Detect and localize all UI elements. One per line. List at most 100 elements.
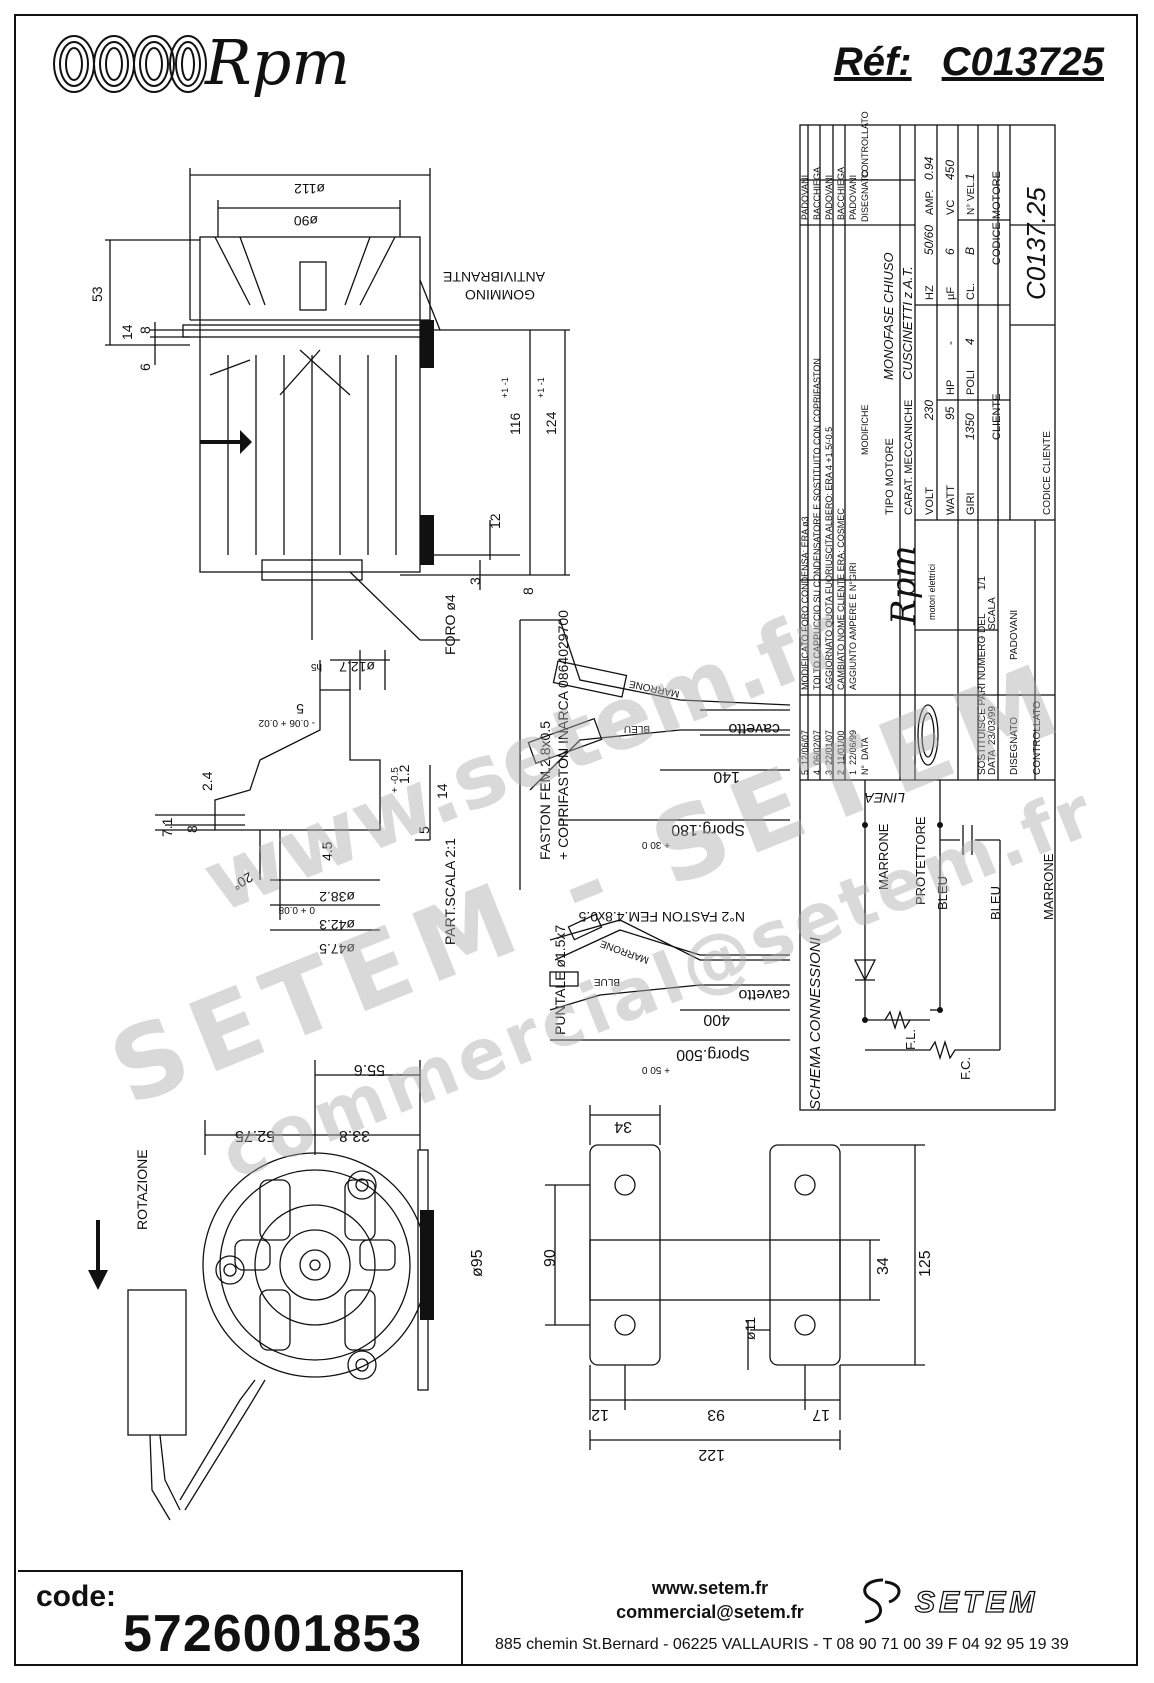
rev-header-ctrl: CONTROLLATO [860,111,870,178]
rev-n-2: 2 [836,770,846,775]
dim-8b: 8 [520,587,536,595]
label-coprifaston: + COPRIFASTON INARCA 0864029700 [555,610,571,860]
dim-8: 8 [137,326,153,334]
dim-d112: ø112 [294,181,325,197]
nvel-value: 1 [963,173,977,180]
label-fc: F.C. [958,1057,973,1080]
dim-38-2-tol: 0 + 0.08 [278,904,315,915]
nvel-label: N° VEL. [966,179,977,215]
rev-n-3: 3 [824,770,834,775]
dim-12-bracket: 12 [591,1406,609,1423]
dim-d90: ø90 [294,213,318,229]
rev-desc-5: MODIFICATO FORO CONDENSA: ERA ø3 [800,516,810,690]
dim-6: 6 [137,363,153,371]
scala-value: 1/1 [977,576,988,590]
dim-125: 125 [917,1250,934,1277]
label-cavetto-1: cavetto [728,720,780,737]
vc-value: 450 [943,160,957,180]
label-bleu-conn-2: BLEU [988,886,1003,920]
dim-sporg-180: Sporg.180 [671,821,745,838]
poli-value: 4 [963,338,977,345]
dim-42-3: ø42.3 [319,917,355,933]
rev-header-n: N° [860,765,870,775]
amp-label: AMP. [924,190,936,215]
title-block-company: Rpm [884,545,924,626]
footer-website-link[interactable]: www.setem.fr [651,1578,769,1598]
dim-34-side: 34 [875,1257,892,1275]
reference-number: Réf: C013725 [834,40,1104,85]
label-fl: F.L. [903,1029,918,1050]
dim-53: 53 [89,286,105,302]
setem-logo-text: SETEM [915,1586,1038,1619]
rpm-coil-logo-icon [53,35,207,93]
code-box: code: 5726001853 [18,1570,463,1666]
volt-value: 230 [922,400,936,421]
scala-label: SCALA [987,597,998,630]
dim-33-8: 33.8 [339,1127,370,1144]
rev-desc-2: CAMBIATO NOME CLIENTE ERA: COSMEC [836,508,846,690]
rev-by-1: PADOVANI [848,175,858,220]
dim-4-5: 4.5 [319,841,335,861]
schema-connessioni-title: SCHEMA CONNESSIONI [807,937,824,1110]
brand-name: Rpm [205,26,351,99]
dim-400: 400 [703,1011,730,1028]
dim-55-6: 55.6 [354,1061,385,1078]
rev-by-4: BACCHIEGA [812,167,822,220]
dim-17: 17 [812,1406,830,1423]
rev-n-1: 1 [848,770,858,775]
label-marrone-conn: MARRONE [876,823,891,890]
dim-d95: ø95 [469,1249,486,1277]
label-part-scala: PART.SCALA 2:1 [442,838,458,945]
rev-date-1: 22/06/99 [848,730,858,765]
controllato-label: CONTROLLATO [1032,701,1043,775]
code-value: 5726001853 [123,1605,423,1663]
label-blue-2: BLUE [594,976,620,987]
sostituisce-label: SOSTITUISCE PARI NUMERO DEL [977,613,988,775]
dim-93: 93 [707,1406,725,1423]
footer-email-link[interactable]: commercial@setem.fr [616,1602,804,1622]
dim-116-tol: +1 -1 [500,377,510,398]
ref-value: C013725 [941,40,1104,84]
rev-header-desc: MODIFICHE [860,405,870,456]
dim-sporg-500-tol: + 50 0 [641,1064,670,1075]
codice-cliente-label: CODICE CLIENTE [1042,431,1053,515]
rev-header-date: DATA [860,737,870,760]
rev-n-5: 5 [800,770,810,775]
rev-date-3: 22/01/07 [824,730,834,765]
disegnato-label: DISEGNATO [1009,717,1020,775]
setem-logo-icon: SETEM [863,1578,1038,1624]
dim-7-1: 7.1 [159,817,175,837]
dim-14-shaft: 14 [434,783,450,799]
tipo-motore-value: MONOFASE CHIUSO [881,252,896,380]
disegnato-value: PADOVANI [1009,610,1020,660]
dim-12-7: ø12.7 [339,659,375,675]
hz-value: 50/60 [922,225,936,255]
uf-label: µF [945,287,957,300]
dim-140: 140 [713,768,740,785]
dim-122: 122 [698,1446,725,1463]
dim-124: 124 [543,411,559,435]
rev-by-3: PADOVANI [824,175,834,220]
codice-motore-label: CODICE MOTORE [991,171,1003,265]
dim-5b: 5 [416,826,432,834]
hz-label: HZ [924,285,936,300]
rev-date-4: 06/02/07 [812,730,822,765]
label-rotazione: ROTAZIONE [134,1149,150,1230]
label-marrone-conn-2: MARRONE [1041,853,1056,920]
dim-8-shaft: 8 [184,825,200,833]
dim-sporg-180-tol: + 30 0 [641,839,670,850]
label-cavetto-2: cavetto [738,986,790,1003]
cliente-label: CLIENTE [991,394,1003,440]
dim-3: 3 [467,577,483,585]
label-bleu-1: BLEU [624,723,650,734]
rev-desc-3: AGGIORNATO QUOTA FUORIUSCITA ALBERO: ERA… [824,427,834,690]
rev-desc-1: AGGIUNTO AMPERE E N°GIRI [848,563,858,690]
vc-label: VC [945,200,957,215]
dim-h5: h5 [310,661,322,672]
watt-label: WATT [945,485,957,515]
title-block-company-sub: motori elettrici [927,564,937,620]
rev-desc-4: TOLTO CAPPUCCIO SU CONDENSATORE E SOSTIT… [812,358,822,690]
label-bleu-conn-1: BLEU [935,876,950,910]
ref-label: Réf: [833,40,912,84]
carat-label: CARAT. MECCANICHE [903,400,915,515]
